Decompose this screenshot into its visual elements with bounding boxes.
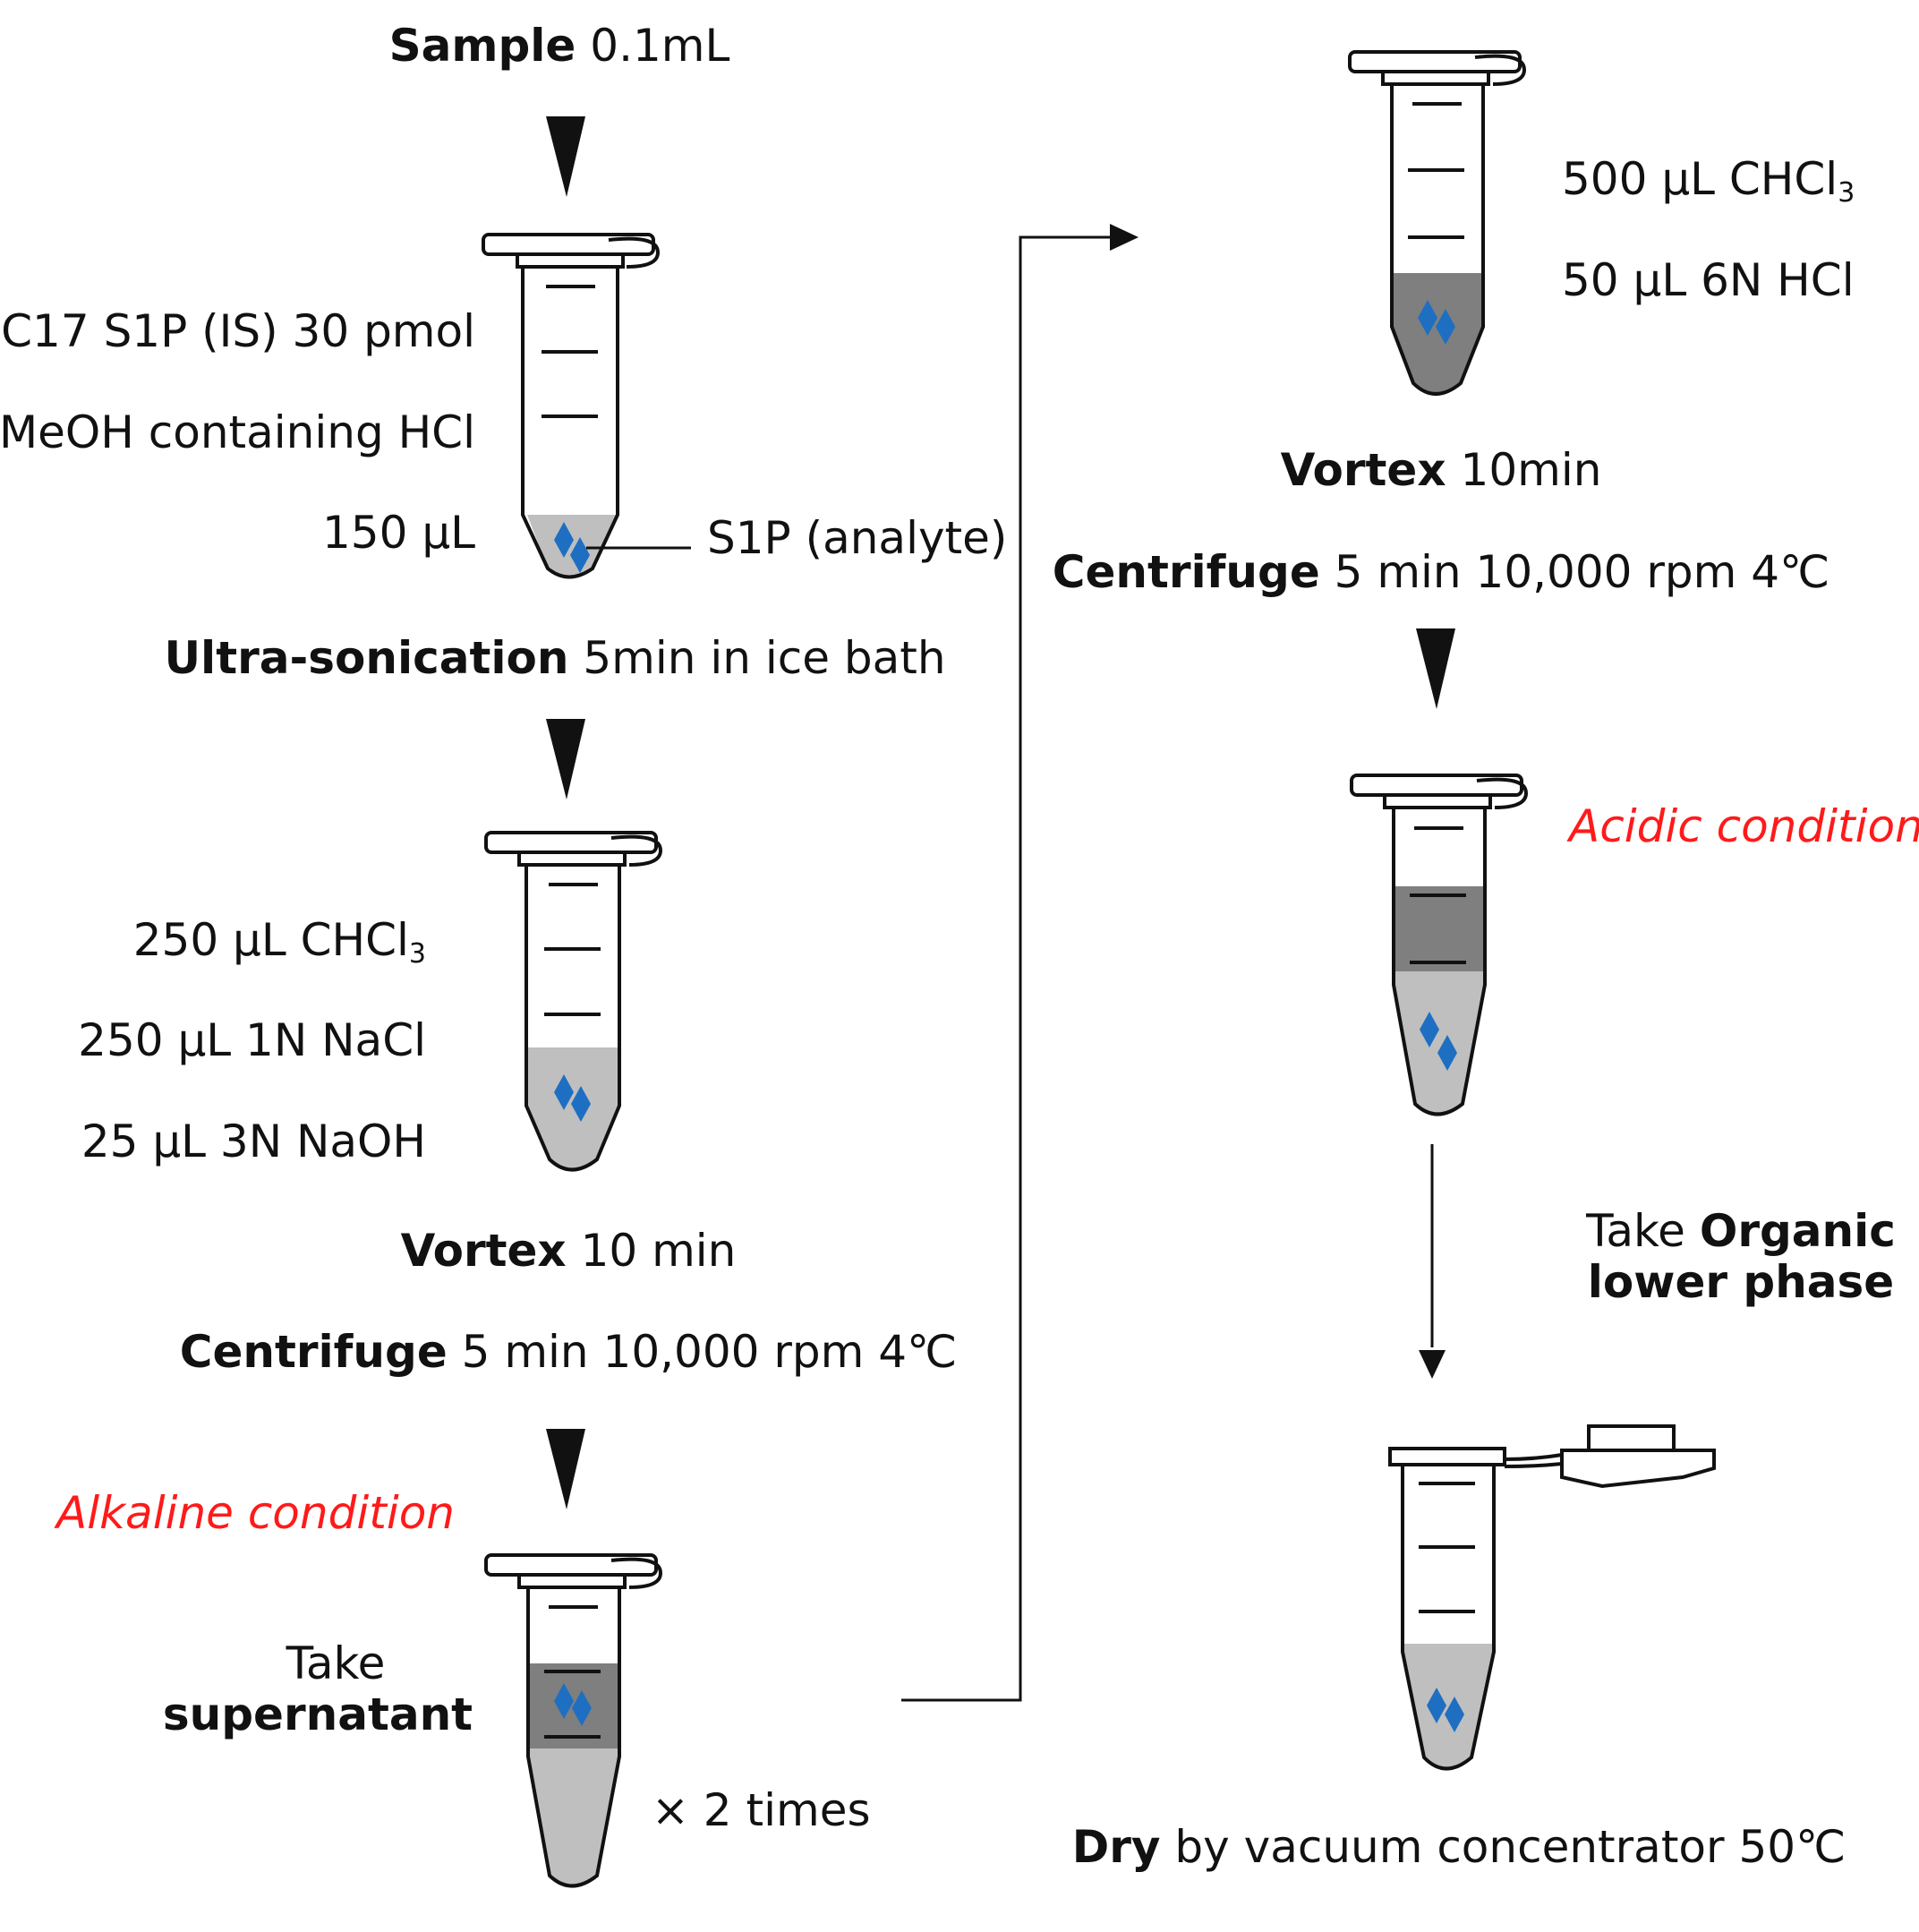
- vortex-right-rest: 10min: [1446, 444, 1602, 496]
- take-organic-label: Take Organic: [1562, 1209, 1919, 1253]
- sample-label: Sample 0.1mL: [380, 23, 738, 68]
- take-organic-plain: Take: [1586, 1205, 1700, 1257]
- chcl3-250-sub: 3: [408, 938, 426, 970]
- sonication-label: Ultra-sonication 5min in ice bath: [152, 636, 958, 680]
- hcl-label: 50 µL 6N HCl: [1562, 254, 1855, 306]
- transfer-arrowhead: [1419, 1350, 1446, 1379]
- chcl3-500-sub: 3: [1838, 177, 1855, 209]
- tube-4: [1348, 50, 1527, 396]
- analyte-label: S1P (analyte): [707, 512, 1008, 564]
- naoh-label: 25 µL 3N NaOH: [81, 1116, 426, 1167]
- analyte-diamond: [570, 537, 590, 573]
- analyte-diamond: [554, 1683, 574, 1719]
- tube-1-liquid: [527, 515, 616, 577]
- centrifuge-left-bold: Centrifuge: [179, 1326, 448, 1378]
- tube-4-liquid: [1392, 273, 1483, 394]
- connector-arrowhead: [1110, 224, 1139, 251]
- alkaline-condition-label: Alkaline condition: [56, 1487, 455, 1539]
- analyte-diamond: [572, 1690, 592, 1726]
- analyte-diamond: [554, 1074, 574, 1110]
- analyte-diamond: [1418, 300, 1437, 336]
- arrowhead-2: [546, 719, 585, 799]
- acidic-condition-label: Acidic condition: [1569, 800, 1919, 852]
- arrowhead-1: [546, 116, 585, 197]
- lower-phase-bold: lower phase: [1587, 1256, 1895, 1308]
- centrifuge-left-label: Centrifuge 5 min 10,000 rpm 4℃: [166, 1329, 971, 1374]
- centrifuge-right-bold: Centrifuge: [1052, 546, 1320, 598]
- vortex-left-rest: 10 min: [566, 1225, 737, 1277]
- dry-bold: Dry: [1071, 1821, 1161, 1873]
- supernatant-bold: supernatant: [162, 1688, 473, 1740]
- analyte-diamond: [1427, 1688, 1446, 1723]
- sonication-label-rest: 5min in ice bath: [568, 632, 946, 684]
- chcl3-250-text: 250 µL CHCl: [132, 914, 409, 966]
- centrifuge-right-label: Centrifuge 5 min 10,000 rpm 4℃: [1038, 550, 1844, 594]
- vortex-left-label: Vortex 10 min: [345, 1228, 792, 1273]
- times-label: × 2 times: [652, 1784, 871, 1836]
- vortex-left-bold: Vortex: [400, 1225, 567, 1277]
- is-label: C17 S1P (IS) 30 pmol: [1, 305, 475, 357]
- centrifuge-left-rest: 5 min 10,000 rpm 4℃: [447, 1326, 958, 1378]
- sample-label-rest: 0.1mL: [576, 20, 730, 72]
- chcl3-500-text: 500 µL CHCl: [1562, 153, 1838, 205]
- arrowhead-4: [1416, 628, 1455, 709]
- tube-5-upper-phase: [1394, 886, 1485, 971]
- connector-line: [901, 235, 1119, 1702]
- tube-2: [484, 831, 663, 1172]
- tube-6: [1388, 1424, 1716, 1771]
- tube-3: [484, 1553, 663, 1888]
- chcl3-250-label: 250 µL CHCl3: [133, 918, 426, 968]
- lower-phase-label: lower phase: [1562, 1260, 1919, 1304]
- nacl-label: 250 µL 1N NaCl: [78, 1014, 426, 1066]
- supernatant-label: supernatant: [139, 1692, 497, 1737]
- analyte-diamond: [1436, 309, 1455, 345]
- centrifuge-right-rest: 5 min 10,000 rpm 4℃: [1319, 546, 1830, 598]
- arrowhead-3: [546, 1429, 585, 1509]
- tube-2-liquid: [526, 1047, 619, 1170]
- meoh-label: MeOH containing HCl: [0, 406, 475, 458]
- analyte-diamond: [571, 1086, 591, 1122]
- tube-1: [482, 233, 691, 579]
- analyte-diamond: [554, 522, 574, 558]
- analyte-diamond: [1437, 1035, 1457, 1071]
- chcl3-500-label: 500 µL CHCl3: [1562, 157, 1855, 207]
- analyte-diamond: [1445, 1697, 1464, 1732]
- vortex-right-bold: Vortex: [1280, 444, 1446, 496]
- tube-5: [1350, 774, 1529, 1116]
- tube-5-lower-phase: [1394, 971, 1485, 1115]
- tube-3-lower-phase: [528, 1748, 619, 1886]
- take-organic-bold: Organic: [1699, 1205, 1896, 1257]
- sonication-label-bold: Ultra-sonication: [164, 632, 569, 684]
- take-label: Take: [286, 1637, 386, 1689]
- open-lid: [1560, 1449, 1716, 1489]
- vortex-right-label: Vortex 10min: [1217, 448, 1665, 492]
- meoh-volume-label: 150 µL: [322, 507, 475, 559]
- dry-rest: by vacuum concentrator 50℃: [1160, 1821, 1847, 1873]
- analyte-diamond: [1420, 1012, 1439, 1047]
- tube-6-liquid: [1403, 1644, 1494, 1769]
- sample-label-bold: Sample: [388, 20, 576, 72]
- dry-label: Dry by vacuum concentrator 50℃: [1056, 1825, 1862, 1869]
